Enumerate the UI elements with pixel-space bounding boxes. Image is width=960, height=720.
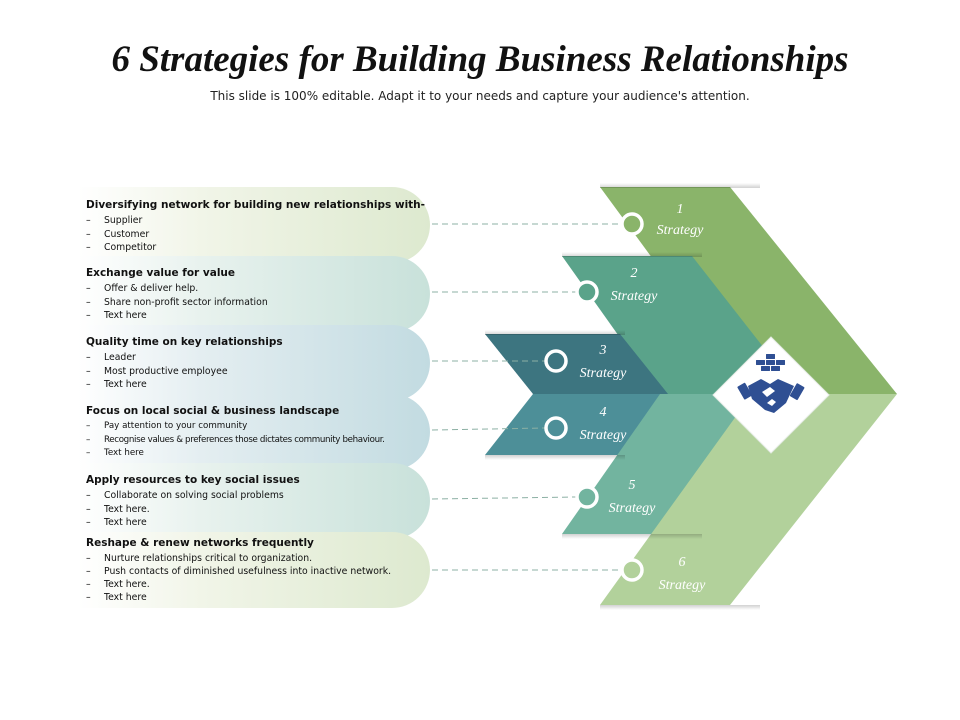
strategy-number-6: 6 (679, 555, 686, 570)
center-diamond (712, 336, 830, 454)
panel-bg-6 (78, 532, 430, 608)
list-item: –Leader (86, 352, 136, 363)
chevron-band-4 (485, 394, 668, 455)
handshake-icon (737, 354, 805, 413)
marker-5 (575, 485, 599, 509)
strategy-panel-1: Diversifying network for building new re… (78, 187, 430, 263)
panel-heading-6: Reshape & renew networks frequently (86, 537, 314, 549)
panel-bg-1 (78, 187, 430, 263)
connector-4 (431, 427, 546, 431)
strategy-panel-5: Apply resources to key social issues –Co… (78, 463, 430, 539)
strategy-number-5: 5 (629, 478, 636, 493)
strategy-labels: 1 Strategy 2 Strategy 3 Strategy 4 Strat… (580, 202, 706, 593)
list-item: –Pay attention to your community (86, 421, 248, 431)
list-item: –Nurture relationships critical to organ… (86, 553, 313, 564)
list-item: –Competitor (86, 242, 157, 253)
panel-bg-3 (78, 325, 430, 401)
chevron-bands (485, 183, 897, 610)
marker-3 (544, 349, 568, 373)
list-item: –Push contacts of diminished usefulness … (86, 566, 392, 577)
panel-heading-3: Quality time on key relationships (86, 336, 283, 348)
chevron-band-6 (600, 394, 897, 605)
panel-heading-4: Focus on local social & business landsca… (86, 405, 340, 417)
list-item: –Supplier (86, 215, 143, 226)
strategy-label-6: Strategy (659, 578, 706, 593)
marker-2 (575, 280, 599, 304)
list-item: –Most productive employee (86, 365, 228, 377)
list-item: –Text here (86, 592, 147, 603)
list-item: –Collaborate on solving social problems (86, 490, 284, 501)
panel-list-2: –Offer & deliver help. –Share non-profit… (86, 282, 424, 323)
strategy-number-2: 2 (631, 266, 638, 281)
strategy-panel-2: Exchange value for value –Offer & delive… (78, 256, 430, 332)
strategy-number-4: 4 (600, 405, 607, 420)
panel-list-5: –Collaborate on solving social problems … (86, 489, 424, 530)
list-item: –Text here (86, 310, 147, 321)
panel-list-6: –Nurture relationships critical to organ… (86, 552, 424, 604)
list-item: –Customer (86, 228, 150, 240)
panel-list-1: –Supplier –Customer –Competitor (86, 214, 424, 255)
panel-heading-5: Apply resources to key social issues (86, 474, 300, 486)
marker-4 (544, 416, 568, 440)
strategy-label-1: Strategy (657, 223, 704, 238)
strategy-label-4: Strategy (580, 428, 627, 443)
list-item: –Text here. (86, 579, 150, 590)
strategy-label-3: Strategy (580, 366, 627, 381)
list-item: –Text here (86, 448, 144, 458)
slide-title: 6 Strategies for Building Business Relat… (111, 39, 849, 80)
strategy-number-1: 1 (677, 202, 684, 217)
strategy-panel-6: Reshape & renew networks frequently –Nur… (78, 532, 430, 608)
list-item: –Recognise values & preferences those di… (86, 434, 385, 445)
chevron-band-3 (485, 334, 668, 394)
strategy-label-5: Strategy (609, 501, 656, 516)
marker-1 (620, 212, 644, 236)
marker-6 (620, 558, 644, 582)
panel-heading-2: Exchange value for value (86, 267, 236, 279)
strategy-panel-3: Quality time on key relationships –Leade… (78, 325, 430, 401)
strategy-label-2: Strategy (611, 289, 658, 304)
list-item: –Text here (86, 517, 147, 528)
connector-5 (431, 496, 577, 500)
panel-heading-1: Diversifying network for building new re… (86, 199, 426, 211)
panel-bg-2 (78, 256, 430, 332)
panel-list-3: –Leader –Most productive employee –Text … (86, 351, 424, 392)
strategy-panel-4: Focus on local social & business landsca… (78, 394, 430, 470)
chevron-band-1 (600, 187, 897, 394)
list-item: –Text here (86, 379, 147, 390)
strategy-markers (544, 212, 644, 582)
chevron-band-2 (562, 256, 800, 394)
panel-bg-5 (78, 463, 430, 539)
panel-list-4: –Pay attention to your community –Recogn… (86, 420, 424, 461)
panel-bg-4 (78, 394, 430, 470)
list-item: –Text here. (86, 503, 150, 515)
list-item: –Share non-profit sector information (86, 296, 268, 308)
panel-backgrounds (78, 187, 430, 608)
slide-subtitle: This slide is 100% editable. Adapt it to… (210, 89, 750, 103)
strategy-number-3: 3 (599, 343, 607, 358)
connector-lines (431, 223, 621, 571)
list-item: –Offer & deliver help. (86, 283, 199, 294)
